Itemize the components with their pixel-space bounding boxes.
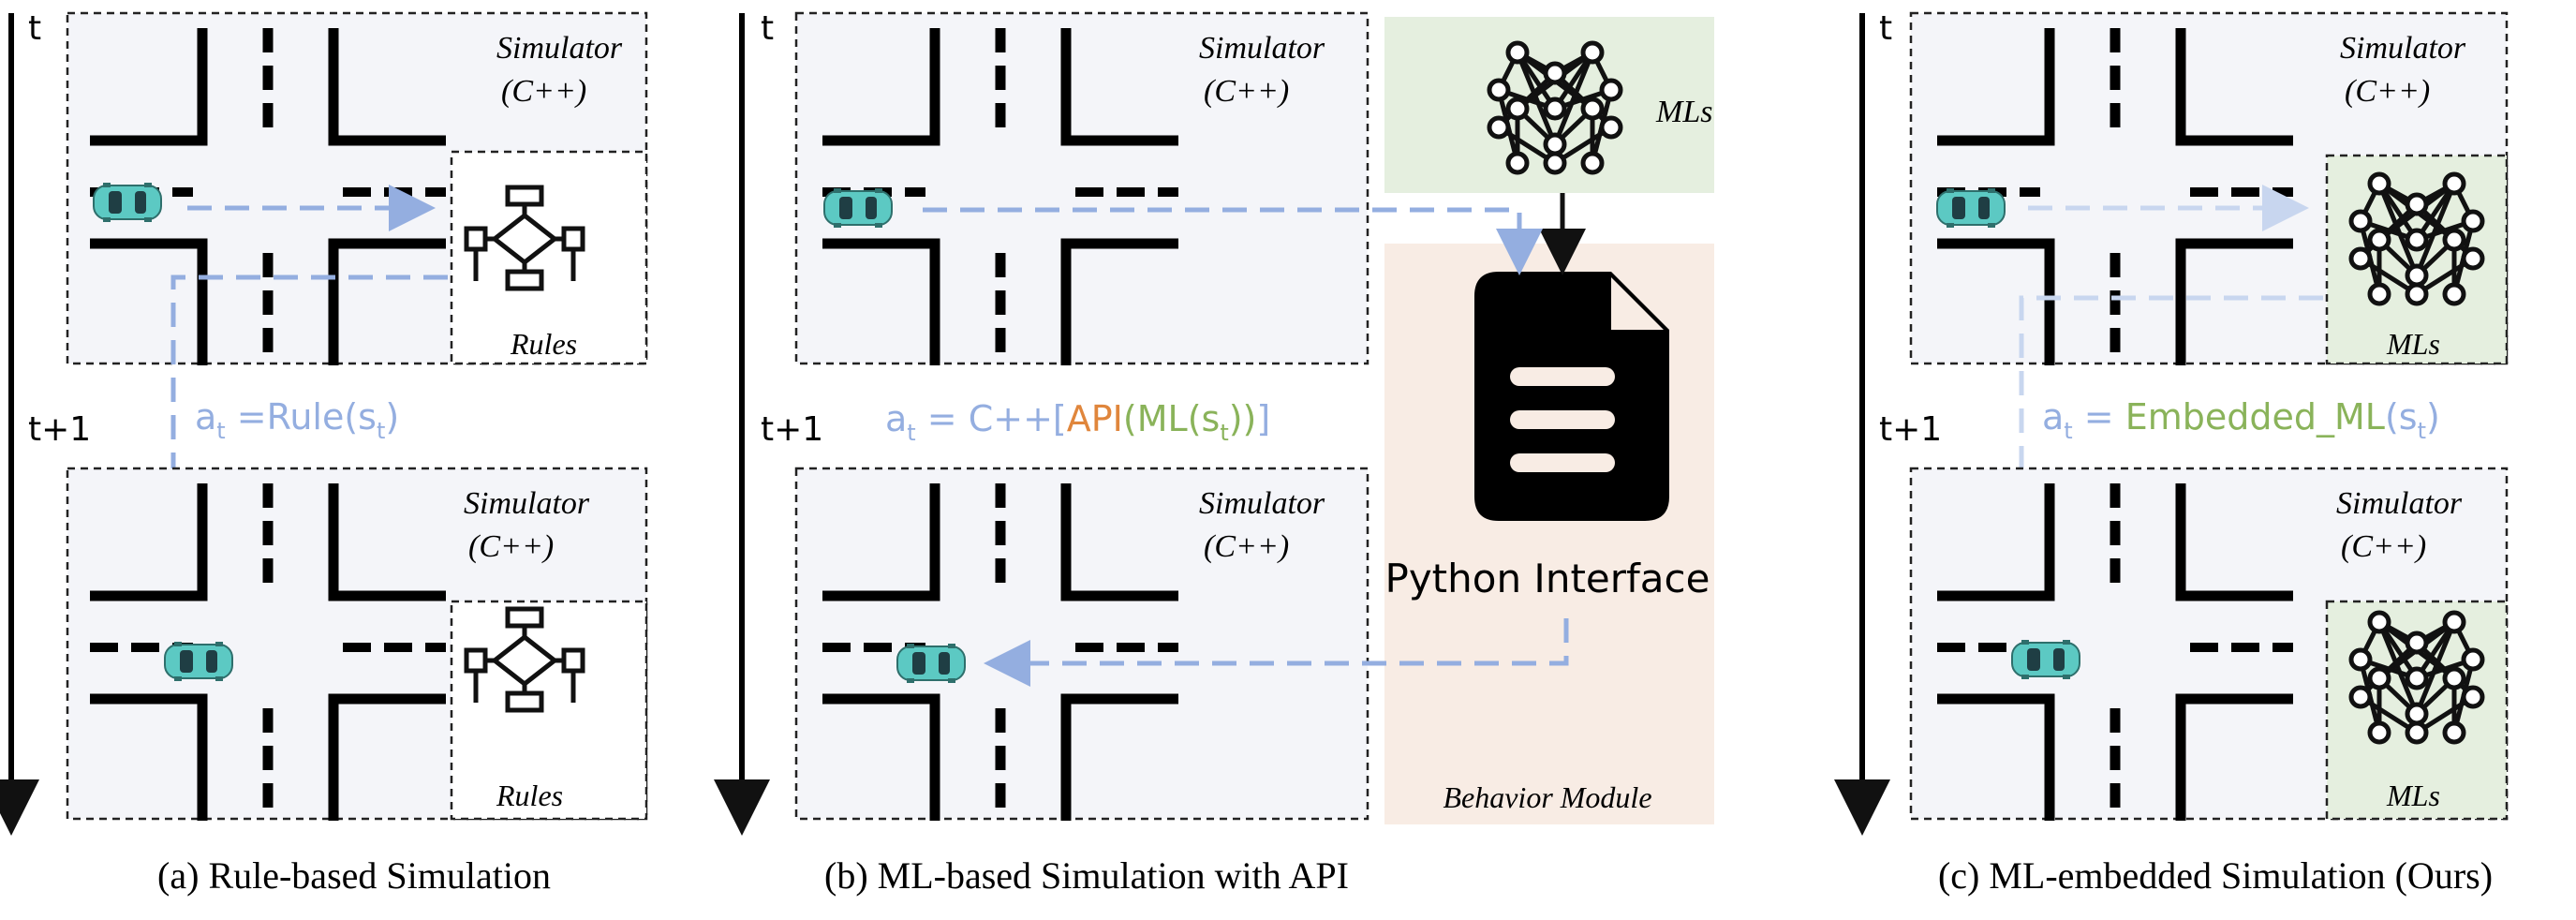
car-icon <box>1936 187 2006 229</box>
time-label-t1: t+1 <box>761 410 823 449</box>
panel-a: t t+1 Simulator (C++) Rules at =Rule(st)… <box>0 9 648 897</box>
simulator-subtitle: (C++) <box>501 74 586 109</box>
simulator-title: Simulator <box>1199 31 1325 66</box>
simulator-title: Simulator <box>496 31 623 66</box>
car-icon <box>823 187 893 229</box>
time-label-t: t <box>28 9 41 48</box>
python-interface-label: Python Interface <box>1385 556 1710 601</box>
simulator-title: Simulator <box>2336 486 2463 521</box>
panel-b: t t+1 MLs Python Interface Behavior Modu… <box>714 9 1714 897</box>
flow-arrow-to-car <box>984 618 1569 687</box>
rules-box-top <box>450 150 648 365</box>
time-label-t1: t+1 <box>28 410 91 449</box>
time-label-t1: t+1 <box>1879 410 1942 449</box>
rules-label: Rules <box>510 327 577 361</box>
formula-a: at =Rule(st) <box>195 396 399 444</box>
panel-c: t t+1 Simulator (C++) MLs at = Embedded_… <box>1834 9 2509 897</box>
simulator-title: Simulator <box>1199 486 1325 521</box>
behavior-module-label: Behavior Module <box>1443 780 1651 814</box>
ml-label: MLs <box>2386 327 2440 361</box>
flow-arrow-to-python <box>923 207 1543 275</box>
car-icon <box>93 182 162 223</box>
ml-label: MLs <box>2386 779 2440 812</box>
document-icon <box>1474 272 1669 521</box>
ml-label: MLs <box>1655 95 1712 129</box>
time-label-t: t <box>761 9 774 48</box>
car-icon <box>896 643 966 684</box>
caption-b: (b) ML-based Simulation with API <box>824 854 1349 897</box>
simulator-title: Simulator <box>464 486 590 521</box>
simulator-subtitle: (C++) <box>1204 529 1289 564</box>
formula-b: at = C++[API(ML(st))] <box>885 398 1270 446</box>
formula-c: at = Embedded_ML(st) <box>2042 396 2440 444</box>
caption-c: (c) ML-embedded Simulation (Ours) <box>1938 854 2493 897</box>
rules-box-bottom <box>450 600 648 821</box>
caption-a: (a) Rule-based Simulation <box>157 854 551 897</box>
car-icon <box>2011 639 2080 680</box>
time-label-t: t <box>1879 9 1892 48</box>
rules-label: Rules <box>496 779 563 812</box>
simulator-subtitle: (C++) <box>1204 74 1289 109</box>
simulator-subtitle: (C++) <box>2341 529 2426 564</box>
simulator-title: Simulator <box>2340 31 2466 66</box>
simulator-subtitle: (C++) <box>468 529 554 564</box>
car-icon <box>164 641 233 682</box>
simulator-subtitle: (C++) <box>2345 74 2430 109</box>
